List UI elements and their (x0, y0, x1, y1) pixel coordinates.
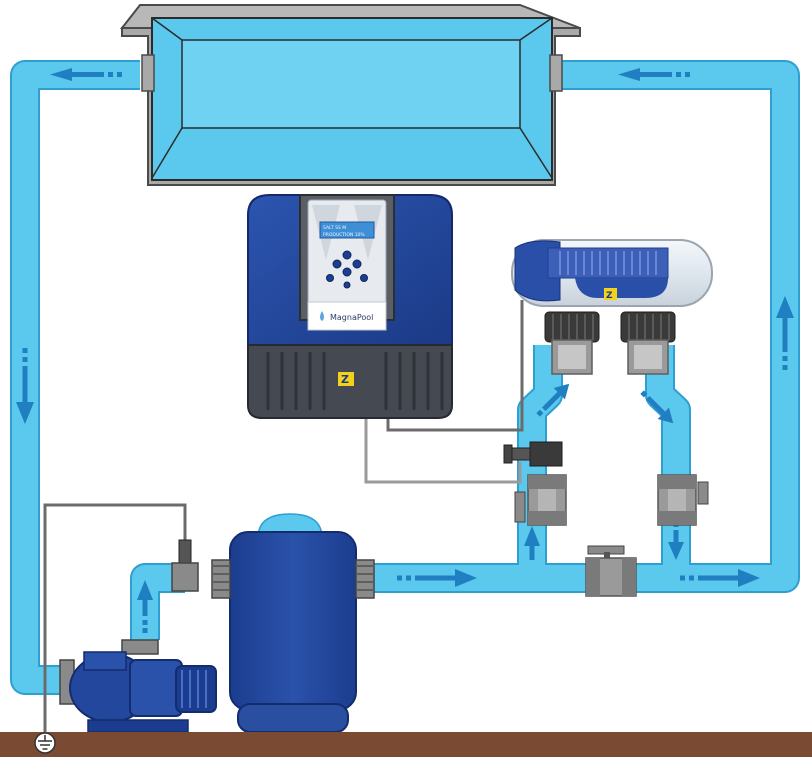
cell-logo (604, 288, 617, 300)
controller-icon: SALT SS M PRODUCTION 10% MagnaPool Z (247, 194, 453, 419)
electrolysis-cell-icon: Z (511, 239, 713, 375)
cell-logo-letter: Z (606, 291, 613, 301)
menu-button[interactable] (326, 274, 334, 282)
valve-icon (514, 474, 567, 526)
up-button[interactable] (342, 250, 352, 260)
right-button[interactable] (352, 259, 362, 269)
ground-floor (0, 732, 812, 757)
display-line-2: PRODUCTION 10% (323, 232, 365, 238)
valve-icon (657, 474, 709, 526)
back-button[interactable] (360, 274, 368, 282)
flow-arrows (16, 68, 794, 633)
down-button[interactable] (342, 267, 352, 277)
pump-icon (59, 639, 217, 733)
flow-arrow-icon (680, 569, 760, 587)
cables (43, 300, 524, 735)
pool-icon (119, 4, 581, 186)
probe-cable (364, 418, 522, 484)
flow-arrow-icon (137, 580, 153, 633)
brand-drop-icon (320, 311, 324, 321)
controller-brand-label: MagnaPool (330, 313, 373, 322)
flow-arrow-icon (50, 68, 122, 81)
controller-logo (338, 372, 354, 386)
flow-arrow-icon (618, 68, 690, 81)
sensor-probe-icon (503, 441, 563, 467)
filter-icon (211, 513, 375, 733)
flow-arrow-icon (397, 569, 477, 587)
valve-icon (585, 545, 637, 597)
ground-cable (43, 503, 187, 735)
flow-arrow-icon (776, 296, 794, 370)
flow-arrow-icon (524, 526, 540, 560)
left-button[interactable] (332, 259, 342, 269)
flow-arrow-icon (16, 348, 34, 424)
ground-symbol-icon (34, 732, 56, 754)
controller-display (319, 221, 375, 239)
cell-cable (386, 300, 524, 432)
power-button[interactable] (343, 281, 351, 289)
display-line-1: SALT SS M (323, 225, 346, 231)
sensor-probe-icon (171, 539, 199, 592)
controller-buttons (326, 250, 368, 289)
controller-logo-letter: Z (341, 373, 349, 386)
